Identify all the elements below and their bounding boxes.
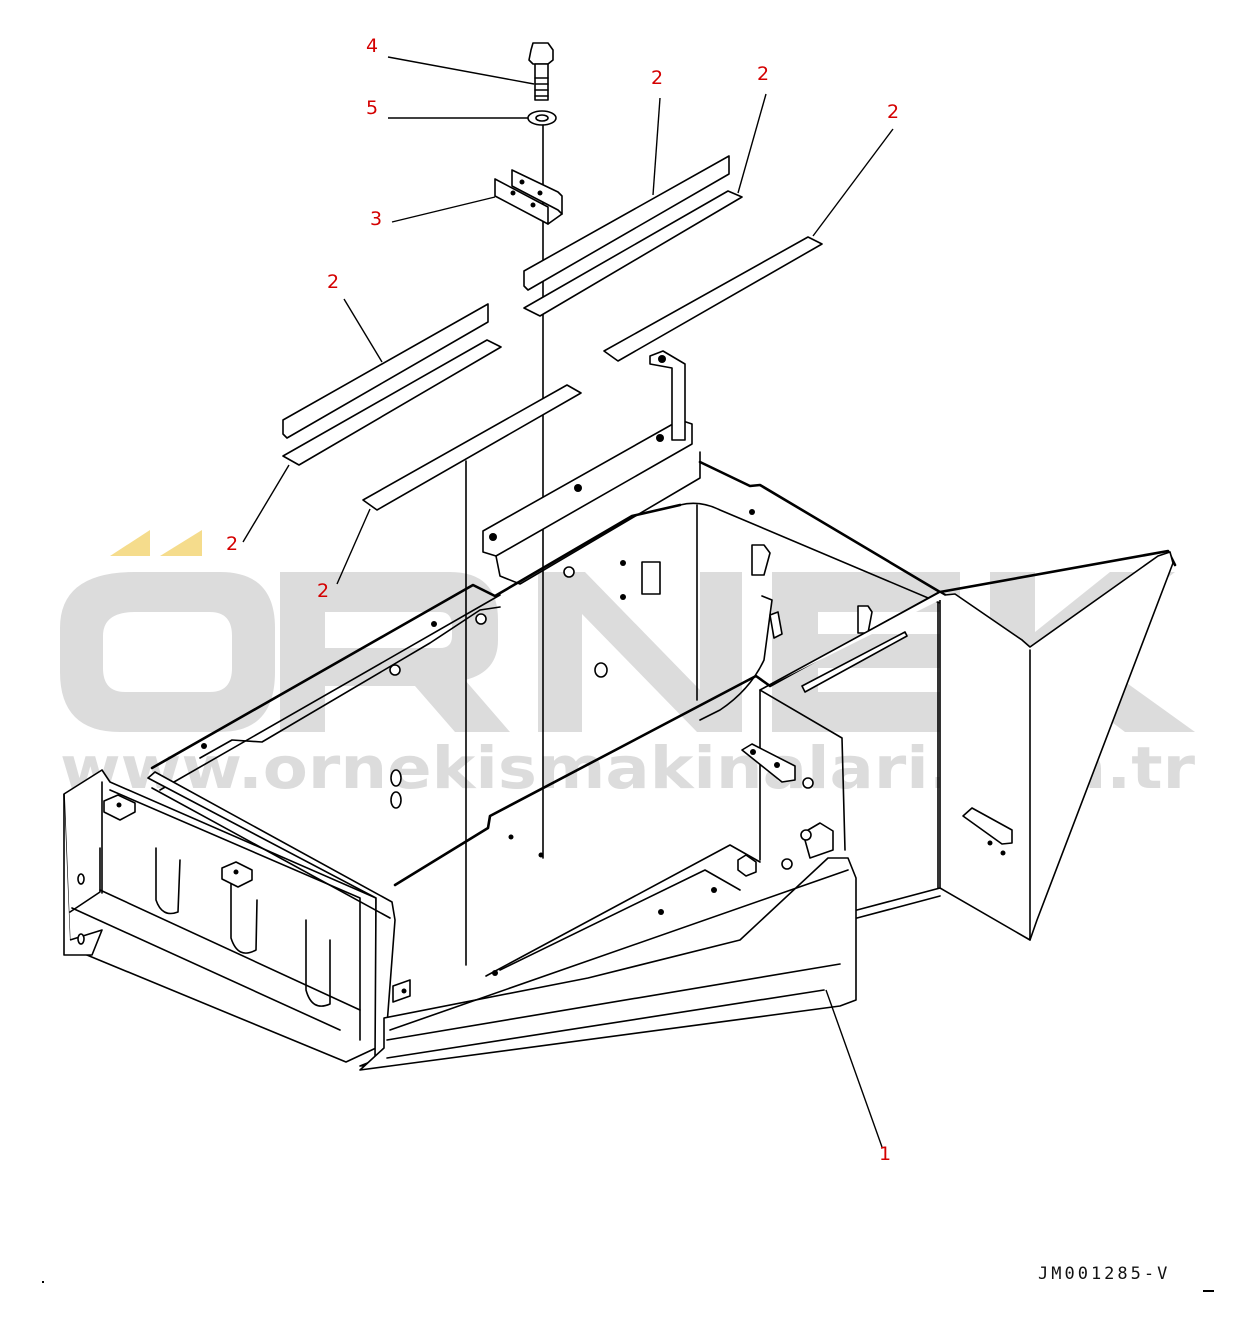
strip-f [362, 384, 582, 511]
watermark-letter-n [538, 572, 742, 732]
drawing-reference-code: JM001285-V [1038, 1264, 1171, 1284]
callout-1: 1 [879, 1143, 891, 1165]
washer-part [527, 110, 557, 126]
leader-2a [652, 97, 661, 196]
frame-box-part [63, 350, 1177, 1071]
leader-2d [343, 298, 383, 363]
leader-1 [825, 989, 883, 1148]
strip-b [523, 190, 743, 317]
leader-lines [242, 56, 894, 1148]
strip-d [282, 303, 489, 439]
callout-2b: 2 [757, 63, 769, 85]
callout-4: 4 [366, 35, 378, 57]
watermark-umlaut-left [110, 530, 150, 556]
callout-3: 3 [370, 208, 382, 230]
stray-dot [42, 1281, 44, 1283]
callout-2a: 2 [651, 67, 663, 89]
bracket-part [494, 169, 563, 225]
watermark-umlaut-right [160, 530, 202, 556]
callout-2f: 2 [317, 580, 329, 602]
watermark-letter-o [60, 572, 275, 732]
seal-strips [282, 155, 823, 511]
leader-2c [812, 128, 894, 237]
leader-3 [391, 196, 496, 223]
watermark-letter-r [280, 572, 510, 732]
bolt-part [528, 42, 554, 101]
callout-2d: 2 [327, 271, 339, 293]
callout-2c: 2 [887, 101, 899, 123]
strip-c [603, 236, 823, 362]
leader-2f [336, 508, 371, 585]
leader-2b [737, 93, 767, 194]
callout-labels: 4 5 3 2 2 2 2 2 2 1 [226, 35, 899, 1165]
strip-e [282, 339, 502, 466]
callout-5: 5 [366, 97, 378, 119]
text-cursor-mark [1203, 1290, 1214, 1292]
leader-4 [387, 56, 535, 85]
strip-a [523, 155, 730, 291]
callout-2e: 2 [226, 533, 238, 555]
leader-2e [242, 464, 290, 543]
